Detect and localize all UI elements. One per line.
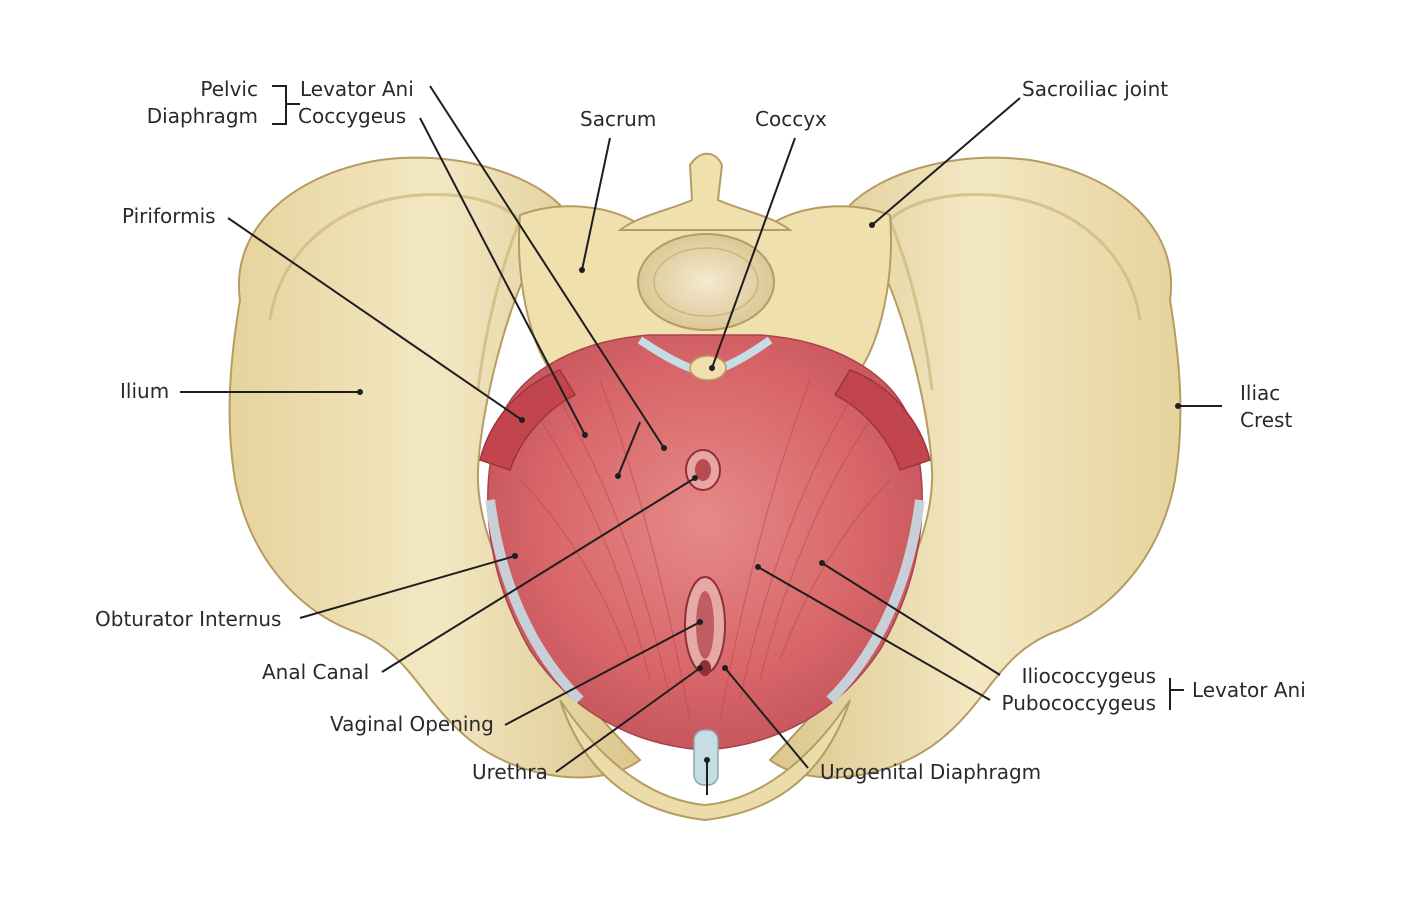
leader-sacroiliac bbox=[871, 97, 1021, 226]
leader-dots bbox=[357, 222, 1181, 763]
leader-urogenital bbox=[724, 667, 809, 769]
label-iliac: Iliac bbox=[1240, 381, 1281, 405]
leader-urethra bbox=[555, 667, 701, 773]
label-levator-ani-top: Levator Ani bbox=[300, 77, 414, 101]
coccyx-bone bbox=[689, 355, 727, 381]
label-pubococcygeus: Pubococcygeus bbox=[1001, 691, 1156, 715]
leader-obturator bbox=[299, 555, 516, 619]
piriformis-right bbox=[833, 369, 931, 471]
sacral-process bbox=[616, 152, 794, 231]
label-sacrum: Sacrum bbox=[580, 107, 657, 131]
leader-anal-canal bbox=[381, 477, 696, 673]
urethra-opening bbox=[699, 660, 711, 676]
label-obturator-internus: Obturator Internus bbox=[95, 607, 282, 631]
label-pelvic: Pelvic bbox=[200, 77, 258, 101]
label-urethra: Urethra bbox=[472, 760, 548, 784]
label-ilium: Ilium bbox=[120, 379, 170, 403]
piriformis-left bbox=[479, 369, 577, 471]
leader-lines bbox=[180, 85, 1222, 795]
leader-levator-bracket bbox=[1169, 678, 1184, 710]
label-coccyx: Coccyx bbox=[755, 107, 827, 131]
leader-coccyx bbox=[711, 137, 796, 369]
leader-levator-ani bbox=[429, 85, 665, 449]
leader-piriformis bbox=[227, 217, 523, 421]
vertebral-body bbox=[637, 233, 775, 331]
pelvic-floor-muscle bbox=[487, 334, 923, 751]
label-levator-ani-right: Levator Ani bbox=[1192, 678, 1306, 702]
label-coccygeus: Coccygeus bbox=[298, 104, 407, 128]
leader-iliococcygeus bbox=[821, 562, 1001, 676]
pubic-arch bbox=[559, 699, 851, 822]
leader-vaginal bbox=[504, 621, 701, 726]
label-urogenital-diaphragm: Urogenital Diaphragm bbox=[820, 760, 1042, 784]
leader-coccygeus bbox=[419, 117, 586, 436]
label-diaphragm: Diaphragm bbox=[146, 104, 258, 128]
label-piriformis: Piriformis bbox=[122, 204, 216, 228]
label-iliococcygeus: Iliococcygeus bbox=[1021, 664, 1156, 688]
leader-coccygeus-branch bbox=[617, 421, 641, 477]
leader-sacrum bbox=[581, 137, 611, 271]
label-vaginal-opening: Vaginal Opening bbox=[330, 712, 494, 736]
label-sacroiliac-joint: Sacroiliac joint bbox=[1022, 77, 1169, 101]
leader-pubococcygeus bbox=[757, 566, 991, 701]
label-anal-canal: Anal Canal bbox=[262, 660, 370, 684]
leader-pelvic-bracket bbox=[272, 85, 300, 125]
label-crest: Crest bbox=[1240, 408, 1293, 432]
